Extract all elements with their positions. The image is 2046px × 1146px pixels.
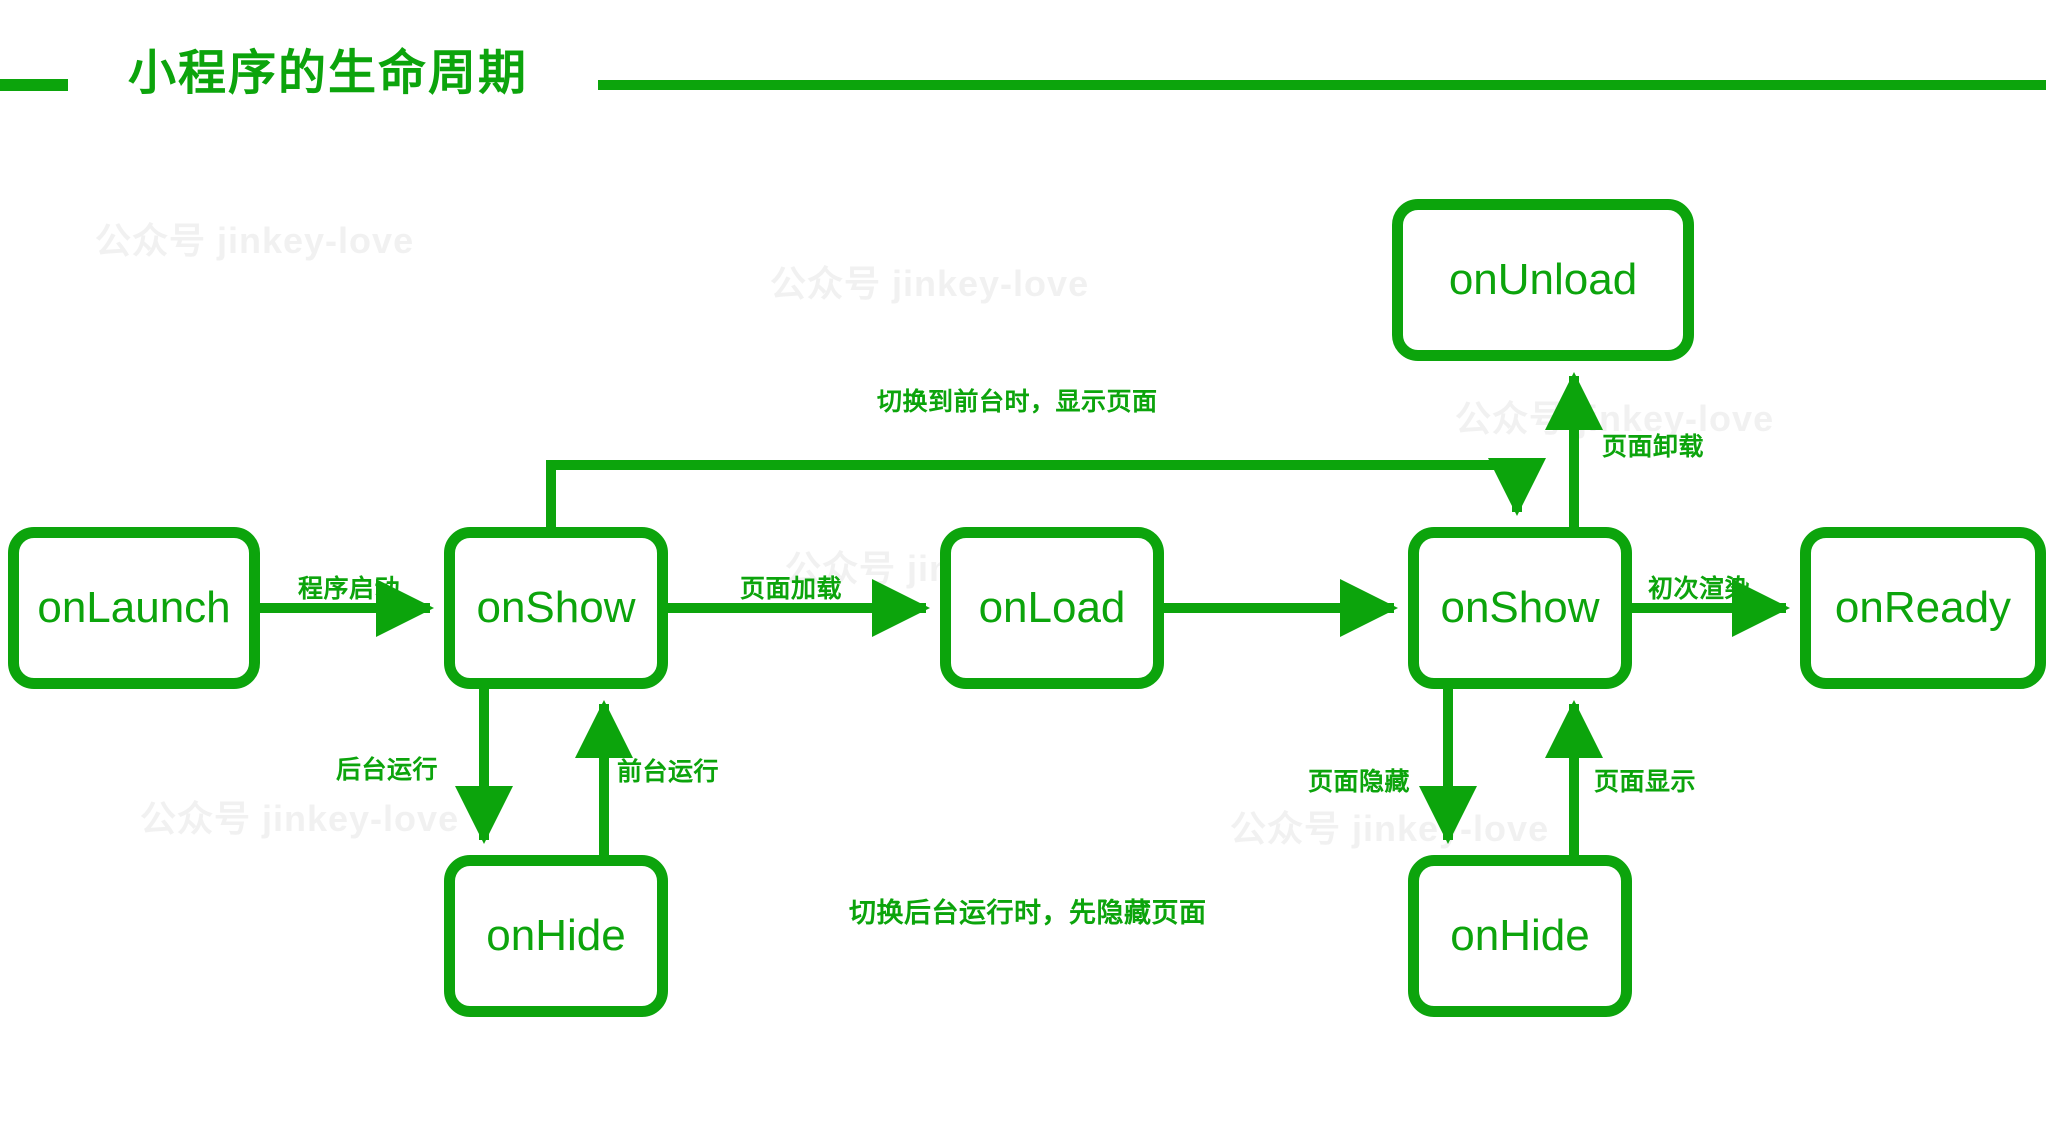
edge-showapp-to-showpage-top [546, 457, 1546, 527]
node-onUnload[interactable]: onUnload [1392, 199, 1694, 361]
edge-label-first-render: 初次渲染 [1648, 575, 1751, 603]
node-onShowApp[interactable]: onShow [444, 527, 668, 689]
node-onReady[interactable]: onReady [1800, 527, 2046, 689]
page-header: 小程序的生命周期 [0, 0, 2046, 130]
header-dash-left-icon [0, 79, 68, 91]
header-rule-divider [598, 80, 2046, 90]
node-onHidePage[interactable]: onHide [1408, 855, 1632, 1017]
page-title: 小程序的生命周期 [128, 47, 529, 100]
edge-label-page-unload: 页面卸载 [1602, 433, 1705, 461]
caption-to-background: 切换后台运行时，先隐藏页面 [849, 898, 1207, 928]
node-onLoad[interactable]: onLoad [940, 527, 1164, 689]
edge-label-page-hide: 页面隐藏 [1308, 768, 1411, 796]
edge-label-page-load: 页面加载 [740, 575, 843, 603]
edge-label-run-background: 后台运行 [336, 756, 439, 784]
edge-label-page-display: 页面显示 [1594, 768, 1697, 796]
node-onHideApp[interactable]: onHide [444, 855, 668, 1017]
node-onLaunch[interactable]: onLaunch [8, 527, 260, 689]
edge-label-run-foreground: 前台运行 [617, 758, 720, 786]
edge-label-to-foreground: 切换到前台时，显示页面 [877, 388, 1158, 416]
edge-label-app-start: 程序启动 [298, 575, 401, 603]
node-onShowPage[interactable]: onShow [1408, 527, 1632, 689]
